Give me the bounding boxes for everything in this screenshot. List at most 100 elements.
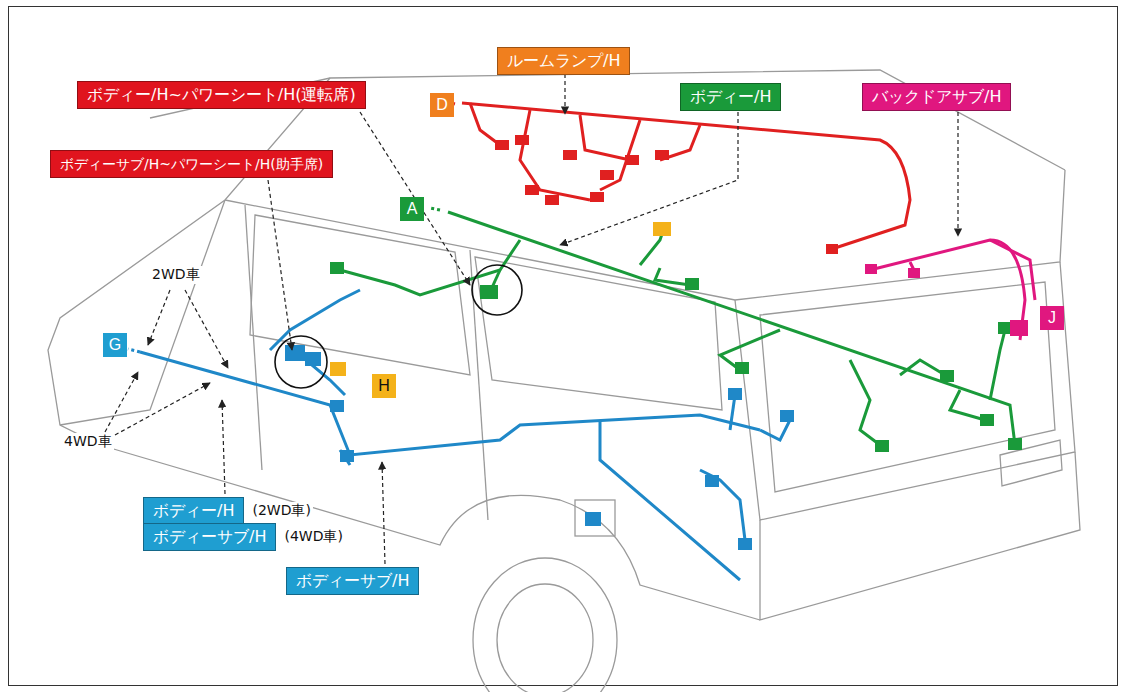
variant-label: 4WD車 [62, 433, 114, 451]
drawing-part [780, 410, 794, 422]
back-door-harness [865, 240, 1035, 340]
harness-name-box: ルームランプ/H [497, 47, 630, 75]
drawing-part [520, 110, 590, 200]
drawing-part [980, 414, 994, 426]
drawing-part [100, 445, 760, 620]
drawing-part [760, 452, 1080, 620]
drawing-part [560, 112, 738, 245]
drawing-part [497, 584, 593, 692]
drawing-part [115, 383, 210, 435]
harness-name-box: ボディー/H [680, 83, 781, 111]
drawing-part [738, 538, 752, 550]
drawing-part [990, 240, 1035, 300]
drawing-part [340, 450, 354, 462]
drawing-part [730, 395, 735, 430]
drawing-part [515, 135, 529, 145]
drawing-part [870, 240, 1025, 340]
drawing-part [470, 103, 500, 145]
drawing-part [222, 400, 225, 494]
drawing-part [545, 195, 559, 205]
drawing-part [60, 200, 225, 425]
drawing-part [653, 222, 671, 236]
drawing-part [760, 420, 790, 440]
drawing-part [564, 74, 565, 114]
drawing-part [563, 150, 577, 160]
drawing-part [250, 215, 470, 375]
drawing-part [330, 400, 344, 412]
variant-note: (2WD車) [250, 502, 312, 520]
drawing-part [382, 462, 385, 564]
harness-name-box: バックドアサブ/H [862, 83, 1011, 111]
drawing-part [950, 390, 985, 420]
drawing-part [728, 388, 742, 400]
variant-note: (4WD車) [282, 528, 344, 546]
drawing-part [1010, 320, 1028, 336]
harness-name: ボディー/H~パワーシート/H(運転席) [77, 81, 366, 109]
drawing-part [448, 212, 1015, 445]
drawing-part [105, 372, 138, 432]
drawing-part [998, 322, 1012, 334]
drawing-part [580, 115, 630, 160]
drawing-part [305, 352, 321, 366]
drawing-part [475, 257, 722, 410]
drawing-part [590, 192, 604, 202]
drawing-part [245, 205, 262, 470]
drawing-part [525, 185, 539, 195]
drawing-part [285, 345, 794, 550]
drawing-part [865, 264, 1028, 336]
drawing-part [826, 244, 838, 254]
variant-label: 2WD車 [150, 266, 202, 284]
drawing-part [957, 112, 958, 236]
drawing-part [140, 352, 760, 455]
drawing-part [600, 120, 640, 190]
drawing-part [735, 362, 749, 374]
drawing-part [575, 500, 615, 536]
area-letter: G [103, 333, 127, 357]
drawing-part [865, 264, 877, 274]
harness-name: ボディーサブ/H~パワーシート/H(助手席) [50, 150, 333, 178]
drawing-part [430, 208, 440, 210]
leader-line [105, 74, 958, 564]
drawing-part [600, 170, 614, 180]
harness-name: バックドアサブ/H [862, 83, 1011, 111]
letter-text: A [400, 197, 424, 221]
harness-name-box: ボディーサブ/H [286, 567, 419, 595]
drawing-part [1008, 438, 1022, 450]
drawing-part [685, 278, 699, 290]
drawing-part [900, 360, 945, 375]
area-letter: D [430, 93, 454, 117]
drawing-part [330, 262, 1022, 452]
drawing-part [600, 420, 740, 580]
drawing-part [473, 558, 617, 692]
drawing-part [268, 180, 292, 350]
harness-name-box: ボディーサブ/H(4WD車) [143, 523, 345, 551]
drawing-part [655, 150, 669, 160]
drawing-part [990, 330, 1005, 400]
letter-text: G [103, 333, 127, 357]
drawing-part [700, 470, 745, 540]
drawing-part [908, 268, 920, 278]
harness-name-box: ボディーサブ/H~パワーシート/H(助手席) [50, 150, 333, 178]
drawing-part [940, 370, 954, 382]
drawing-part [330, 362, 346, 376]
harness-name: ボディー/H [680, 83, 781, 111]
drawing-part [148, 290, 170, 345]
drawing-part [875, 440, 889, 452]
room-lamp-harness [440, 100, 910, 254]
area-letter: J [1040, 306, 1064, 330]
drawing-part [462, 103, 910, 248]
drawing-part [850, 360, 880, 445]
drawing-part [185, 290, 228, 368]
drawing-part [48, 78, 330, 445]
harness-name-box: ボディー/H~パワーシート/H(運転席) [77, 81, 366, 109]
drawing-part [472, 265, 522, 315]
harness-name: ボディー/H [143, 497, 244, 525]
harness-name: ボディーサブ/H [286, 567, 419, 595]
callout-circle [275, 265, 522, 388]
drawing-part [705, 475, 719, 487]
drawing-part [720, 330, 780, 370]
drawing-part [275, 336, 327, 388]
area-letter: A [400, 197, 424, 221]
drawing-part [655, 268, 690, 285]
